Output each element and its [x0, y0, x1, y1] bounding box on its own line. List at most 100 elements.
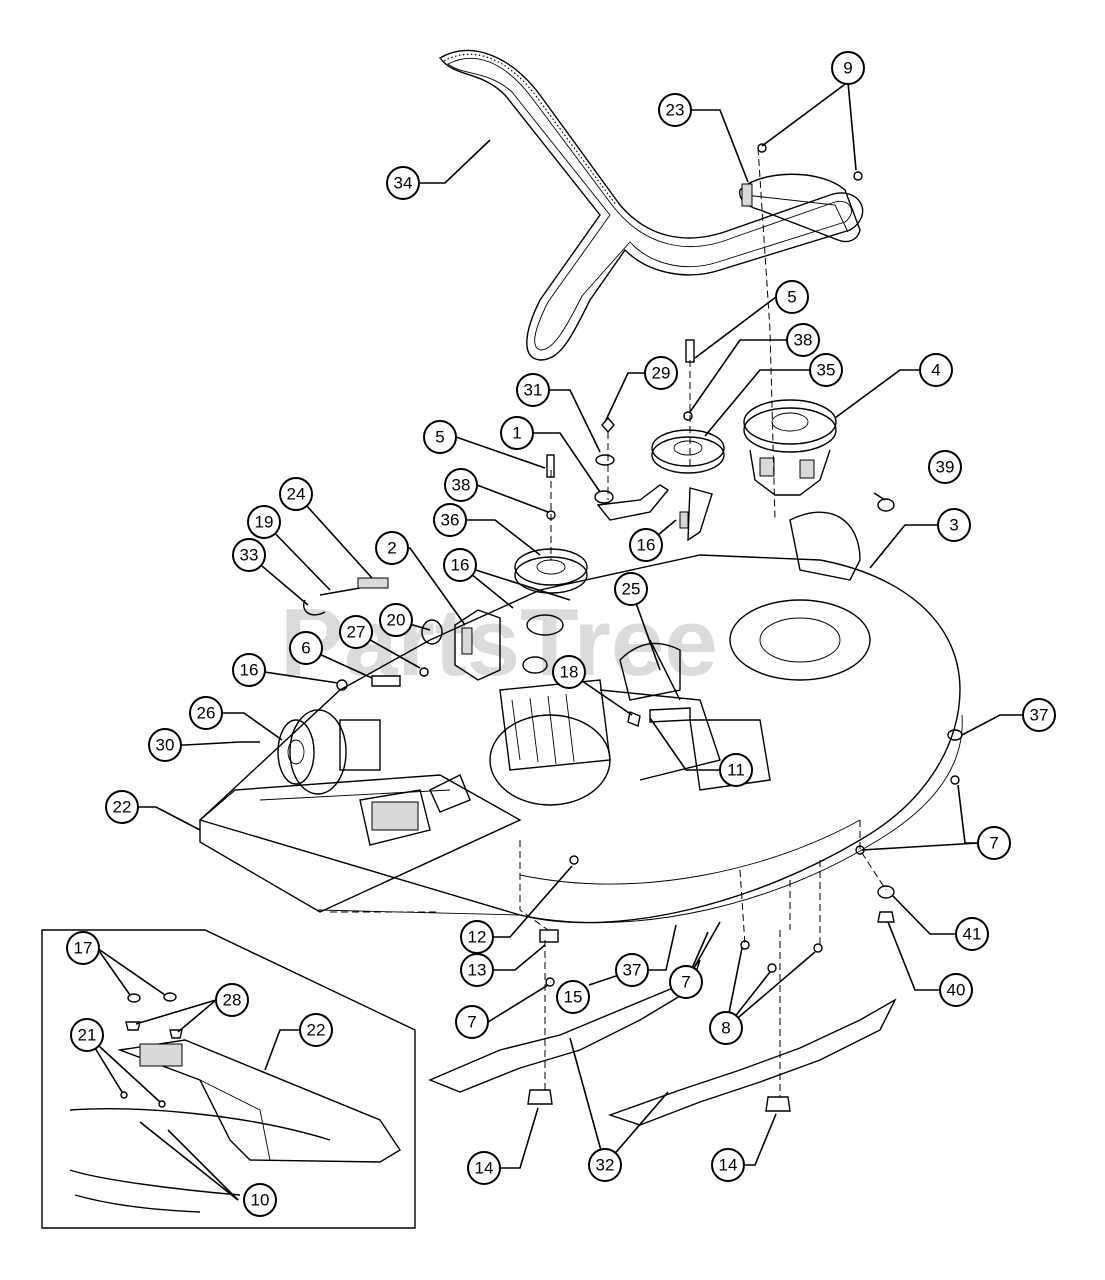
callout-5: 5 [775, 280, 809, 314]
idler-pulley-35 [651, 429, 725, 474]
callout-35: 35 [809, 353, 843, 387]
callout-10: 10 [243, 1183, 277, 1217]
svg-text:16: 16 [637, 536, 656, 555]
svg-text:28: 28 [223, 991, 242, 1010]
svg-text:5: 5 [787, 288, 796, 307]
belt-34 [438, 49, 864, 361]
callout-37: 37 [615, 953, 649, 987]
svg-text:37: 37 [623, 961, 642, 980]
hardware-12 [569, 855, 579, 865]
hardware-8b [767, 963, 777, 973]
callout-4: 4 [919, 353, 953, 387]
callout-22: 22 [105, 790, 139, 824]
svg-text:40: 40 [947, 981, 966, 1000]
svg-text:25: 25 [622, 580, 641, 599]
svg-text:20: 20 [387, 611, 406, 630]
callout-28: 28 [215, 983, 249, 1017]
hardware-37a [947, 729, 963, 741]
callout-24: 24 [279, 477, 313, 511]
svg-text:12: 12 [468, 928, 487, 947]
svg-text:35: 35 [817, 361, 836, 380]
svg-text:33: 33 [240, 546, 259, 565]
leader-lines [86, 81, 1023, 1201]
callout-39: 39 [928, 450, 962, 484]
svg-text:29: 29 [652, 364, 671, 383]
callout-22: 22 [299, 1013, 333, 1047]
spring-25 [649, 639, 681, 701]
callout-36: 36 [433, 503, 467, 537]
callout-19: 19 [247, 505, 281, 539]
hardware-16c [336, 679, 348, 691]
svg-text:16: 16 [451, 556, 470, 575]
svg-text:9: 9 [843, 59, 852, 78]
callout-30: 30 [148, 728, 182, 762]
svg-text:36: 36 [441, 511, 460, 530]
hardware-7c [545, 977, 555, 987]
svg-text:38: 38 [794, 331, 813, 350]
hardware-27 [419, 667, 429, 677]
callout-37: 37 [1022, 698, 1056, 732]
svg-text:13: 13 [468, 961, 487, 980]
callout-8: 8 [709, 1011, 743, 1045]
svg-text:34: 34 [394, 174, 413, 193]
svg-text:19: 19 [255, 513, 274, 532]
callout-41: 41 [955, 917, 989, 951]
hardware-19 [319, 587, 361, 596]
callout-33: 33 [232, 538, 266, 572]
svg-text:26: 26 [197, 704, 216, 723]
hardware-7a [950, 775, 960, 785]
callout-18: 18 [552, 655, 586, 689]
svg-text:14: 14 [475, 1159, 494, 1178]
callout-16: 16 [232, 653, 266, 687]
hardware-9b [853, 171, 863, 181]
callout-9: 9 [831, 51, 865, 85]
discharge-chute-22 [199, 774, 522, 913]
idler-arm-1 [594, 484, 713, 542]
parts-drawing [41, 49, 963, 1229]
callout-2: 2 [375, 531, 409, 565]
callout-25: 25 [614, 572, 648, 606]
callout-6: 6 [289, 631, 323, 665]
svg-text:7: 7 [467, 1013, 476, 1032]
hardware-11 [649, 707, 691, 723]
callout-21: 21 [70, 1018, 104, 1052]
callout-27: 27 [339, 615, 373, 649]
inset-detail [41, 929, 416, 1229]
callout-16: 16 [443, 548, 477, 582]
callout-7: 7 [455, 1005, 489, 1039]
callout-38: 38 [786, 323, 820, 357]
svg-text:41: 41 [963, 925, 982, 944]
nut-40 [877, 911, 895, 923]
callout-16: 16 [629, 528, 663, 562]
svg-text:7: 7 [681, 973, 690, 992]
callout-26: 26 [189, 696, 223, 730]
callout-14: 14 [711, 1148, 745, 1182]
svg-text:30: 30 [156, 736, 175, 755]
svg-text:10: 10 [251, 1191, 270, 1210]
bracket-2 [454, 609, 501, 681]
svg-text:22: 22 [113, 798, 132, 817]
callout-12: 12 [460, 920, 494, 954]
callout-23: 23 [658, 93, 692, 127]
hardware-20 [421, 619, 443, 645]
callout-20: 20 [379, 603, 413, 637]
svg-text:39: 39 [936, 458, 955, 477]
hardware-14a [527, 1089, 553, 1105]
svg-text:23: 23 [666, 101, 685, 120]
svg-text:31: 31 [524, 381, 543, 400]
washer-41 [877, 885, 895, 899]
svg-text:3: 3 [949, 516, 958, 535]
svg-text:16: 16 [240, 661, 259, 680]
assembly-centerlines [330, 147, 887, 1097]
svg-text:27: 27 [347, 623, 366, 642]
hardware-38a [683, 411, 693, 421]
callout-31: 31 [516, 373, 550, 407]
svg-text:21: 21 [78, 1026, 97, 1045]
blades-32 [428, 959, 897, 1126]
hardware-14b [765, 1096, 791, 1112]
callout-bubbles: 9 23 34 5 38 35 29 31 4 5 1 39 38 3 24 1… [66, 51, 1056, 1217]
belt-cover-23 [738, 173, 861, 243]
callout-32: 32 [588, 1148, 622, 1182]
hardware-8c [813, 943, 823, 953]
